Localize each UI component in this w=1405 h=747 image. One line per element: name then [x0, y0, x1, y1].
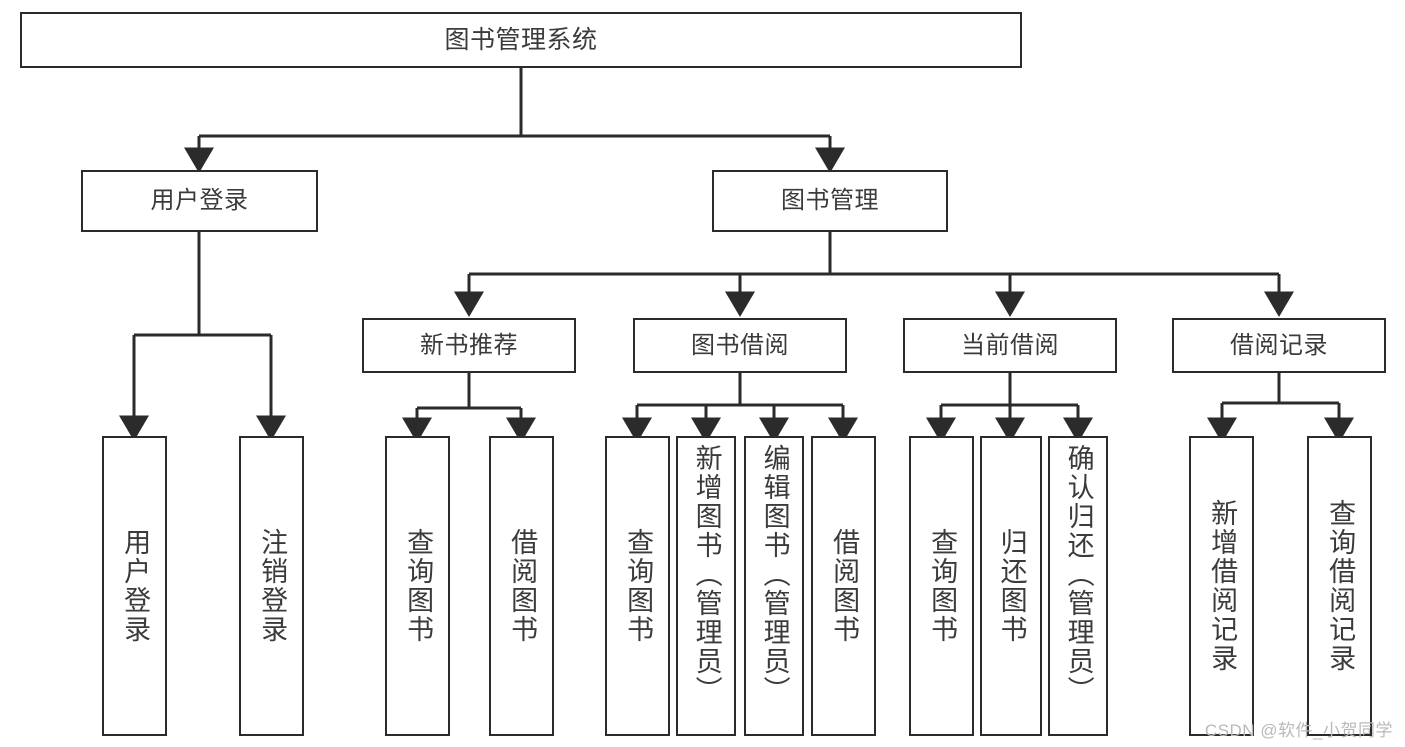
- node-book-management[interactable]: 图书管理: [712, 170, 948, 232]
- node-label: 新增借阅记录: [1207, 499, 1238, 673]
- leaf-borrow-borrow-book[interactable]: 借阅图书: [811, 436, 876, 736]
- leaf-borrow-add-book[interactable]: 新增图书（管理员）: [676, 436, 736, 736]
- node-label: 注销登录: [257, 528, 288, 644]
- node-label: 编辑图书（管理员）: [759, 444, 790, 705]
- node-label: 借阅图书: [829, 528, 860, 644]
- node-new-book-recommend[interactable]: 新书推荐: [362, 318, 576, 373]
- leaf-new-book-query[interactable]: 查询图书: [385, 436, 450, 736]
- node-user-login[interactable]: 用户登录: [81, 170, 318, 232]
- csdn-watermark: CSDN @软件_小贺同学: [1204, 721, 1393, 740]
- leaf-record-add-record[interactable]: 新增借阅记录: [1189, 436, 1254, 736]
- node-label: 图书借阅: [691, 331, 789, 359]
- leaf-current-query-book[interactable]: 查询图书: [909, 436, 974, 736]
- node-book-borrow[interactable]: 图书借阅: [633, 318, 847, 373]
- node-label: 借阅记录: [1230, 331, 1328, 359]
- node-label: 借阅图书: [507, 528, 538, 644]
- leaf-borrow-edit-book[interactable]: 编辑图书（管理员）: [744, 436, 804, 736]
- node-label: 当前借阅: [961, 331, 1059, 359]
- leaf-borrow-query-book[interactable]: 查询图书: [605, 436, 670, 736]
- node-label: 查询图书: [927, 528, 958, 644]
- node-current-borrow[interactable]: 当前借阅: [903, 318, 1117, 373]
- node-borrow-record[interactable]: 借阅记录: [1172, 318, 1386, 373]
- leaf-user-login-logout[interactable]: 注销登录: [239, 436, 304, 736]
- node-label: 查询图书: [403, 528, 434, 644]
- node-label: 新书推荐: [420, 331, 518, 359]
- leaf-record-query-record[interactable]: 查询借阅记录: [1307, 436, 1372, 736]
- leaf-current-confirm-return[interactable]: 确认归还（管理员）: [1048, 436, 1108, 736]
- node-label: 查询借阅记录: [1325, 499, 1356, 673]
- node-label: 用户登录: [150, 187, 249, 215]
- leaf-new-book-borrow[interactable]: 借阅图书: [489, 436, 554, 736]
- leaf-user-login-login[interactable]: 用户登录: [102, 436, 167, 736]
- leaf-current-return-book[interactable]: 归还图书: [980, 436, 1042, 736]
- node-label: 图书管理系统: [444, 25, 598, 54]
- node-label: 新增图书（管理员）: [691, 444, 722, 705]
- node-label: 查询图书: [623, 528, 654, 644]
- node-root-system[interactable]: 图书管理系统: [20, 12, 1022, 68]
- node-label: 图书管理: [781, 187, 879, 215]
- node-label: 用户登录: [120, 528, 151, 644]
- node-label: 归还图书: [996, 528, 1027, 644]
- node-label: 确认归还（管理员）: [1063, 444, 1094, 705]
